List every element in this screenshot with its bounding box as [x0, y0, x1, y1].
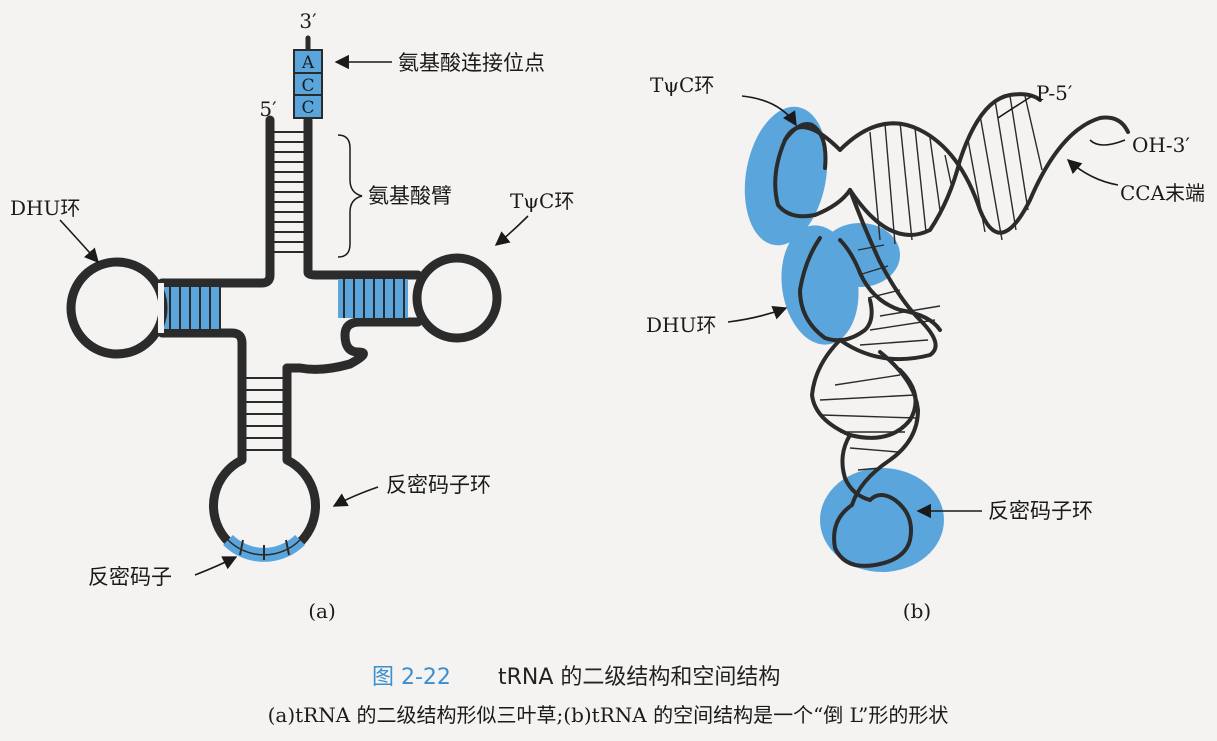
tpsic-highlight: [744, 106, 828, 246]
anticodon-loop-label: 反密码子环: [386, 473, 491, 497]
b-cca-end-label: CCA末端: [1120, 181, 1205, 205]
acceptor-stem-base-pairs: [274, 131, 304, 253]
amino-arm-label: 氨基酸臂: [368, 184, 452, 208]
b-tpsic-loop-label: TψC环: [650, 73, 714, 97]
panel-b-label: (b): [903, 599, 931, 623]
panel-a-label: (a): [308, 599, 336, 623]
anticodon-stem: [237, 363, 292, 465]
panel-a-arrows: [59, 54, 529, 576]
tpsic-loop-label: TψC环: [510, 189, 574, 213]
b-oh3-label: OH-3′: [1132, 133, 1190, 157]
caption-subtitle: (a)tRNA 的二级结构形似三叶草;(b)tRNA 的空间结构是一个“倒 L”…: [268, 703, 949, 727]
amino-arm-bracket: [337, 134, 363, 258]
l-shape-diagram: TψC环 P-5′ OH-3′ CCA末端 DHU环 反密码子环 (b): [646, 73, 1205, 623]
anticodon-label: 反密码子: [88, 565, 172, 589]
cca-base-a: A: [301, 53, 315, 73]
highlight-regions: [744, 106, 944, 572]
b-p5-label: P-5′: [1036, 81, 1073, 105]
amino-site-label: 氨基酸连接位点: [398, 51, 545, 75]
caption-number: 图 2-22: [372, 665, 451, 690]
panel-b-arrows: [727, 95, 1126, 519]
tpsic-arm: [338, 253, 502, 343]
acceptor-stem: [265, 35, 313, 267]
caption-title: tRNA 的二级结构和空间结构: [498, 665, 780, 690]
dhu-arm: [66, 257, 221, 359]
anticodon-highlight: [820, 468, 944, 572]
b-anticodon-loop-label: 反密码子环: [988, 499, 1093, 523]
b-dhu-loop-label: DHU环: [646, 313, 716, 337]
l-shape-backbone: [773, 92, 1130, 568]
anticodon-loop: [209, 455, 320, 562]
cca-base-c2: C: [301, 98, 314, 118]
dhu-loop-label: DHU环: [10, 196, 80, 220]
end-3-label: 3′: [299, 9, 317, 33]
end-5-label: 5′: [259, 97, 277, 121]
figure-caption: 图 2-22 tRNA 的二级结构和空间结构 (a)tRNA 的二级结构形似三叶…: [268, 665, 949, 727]
cloverleaf-backbone: [157, 257, 423, 374]
helix-hatching: [819, 95, 1043, 471]
cca-base-c1: C: [301, 76, 314, 96]
cloverleaf-diagram: A C C: [10, 9, 574, 623]
cca-boxes: A C C: [293, 49, 323, 119]
